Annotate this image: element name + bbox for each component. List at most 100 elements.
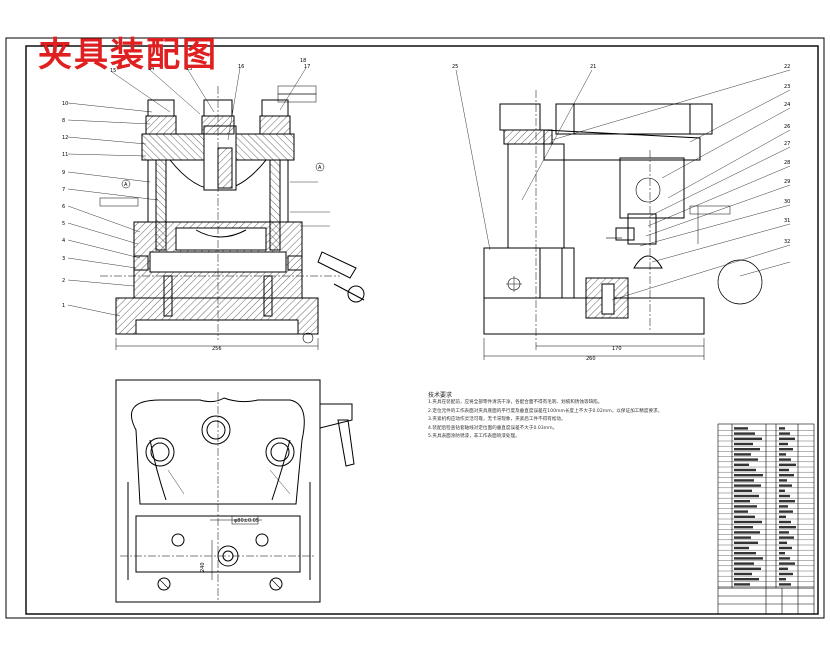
balloon-label: 18 <box>300 58 306 64</box>
parts-row-material-mark <box>779 432 790 435</box>
balloon-label: 30 <box>784 199 790 205</box>
parts-row-text-mark <box>734 531 760 534</box>
side-width-dimension-a: 170 <box>612 346 622 352</box>
side-width-dimension-b: 260 <box>586 356 596 362</box>
parts-row-material-mark <box>779 578 786 581</box>
balloon-label: 11 <box>62 152 68 158</box>
plan-height-dimension: 240 <box>200 562 206 572</box>
parts-row-text-mark <box>734 453 751 456</box>
parts-row-text-mark <box>734 541 758 544</box>
parts-row-text-mark <box>734 526 753 529</box>
parts-row-text-mark <box>734 505 757 508</box>
parts-row-material-mark <box>779 427 785 430</box>
parts-row-text-mark <box>734 442 753 446</box>
parts-row-text-mark <box>734 510 748 513</box>
parts-row-text-mark <box>734 552 756 555</box>
parts-row-material-mark <box>779 458 791 461</box>
balloon-label: 32 <box>784 239 790 245</box>
note-line: 4.装配后检查钻套轴线对定位面的垂直度误差不大于0.03mm。 <box>428 425 558 431</box>
parts-row-material-mark <box>779 479 787 482</box>
balloon-label: 3 <box>62 256 65 262</box>
parts-row-material-mark <box>779 448 793 451</box>
parts-row-material-mark <box>779 567 788 570</box>
parts-row-material-mark <box>779 557 790 560</box>
note-line: 2.定位元件的工作表面对夹具底面的平行度及垂直度误差在100mm长度上不大于0.… <box>428 408 663 414</box>
balloon-label: 24 <box>784 102 790 108</box>
balloon-label: 12 <box>62 135 68 141</box>
balloon-label: 27 <box>784 141 790 147</box>
parts-row-text-mark <box>734 515 755 518</box>
parts-row-text-mark <box>734 583 750 586</box>
parts-list-rows <box>718 427 814 587</box>
parts-row-material-mark <box>779 572 793 576</box>
parts-row-material-mark <box>779 510 793 513</box>
parts-row-material-mark <box>779 453 786 456</box>
parts-row-material-mark <box>779 484 792 487</box>
balloon-label: 2 <box>62 278 65 284</box>
balloon-label: 7 <box>62 187 65 193</box>
balloon-label: 23 <box>784 84 790 90</box>
balloon-label: 5 <box>62 221 65 227</box>
parts-row-material-mark <box>779 442 788 446</box>
front-section-view <box>67 67 365 350</box>
parts-row-text-mark <box>734 489 752 492</box>
parts-row-text-mark <box>734 500 750 503</box>
note-line: 3.夹紧机构应动作灵活可靠，无卡滞现象，夹紧后工件不得有松动。 <box>428 417 566 423</box>
balloon-label: 13 <box>186 66 192 72</box>
plan-view <box>115 379 355 603</box>
datum-mark-a: A <box>124 182 128 188</box>
parts-row-text-mark <box>734 427 748 430</box>
parts-row-text-mark <box>734 468 756 472</box>
parts-row-material-mark <box>779 500 795 503</box>
parts-row-material-mark <box>779 520 791 524</box>
parts-row-material-mark <box>779 546 792 550</box>
parts-row-text-mark <box>734 562 754 565</box>
balloon-label: 14 <box>148 66 154 72</box>
balloon-label: 31 <box>784 218 790 224</box>
parts-row-material-mark <box>779 515 786 518</box>
parts-row-text-mark <box>734 474 763 477</box>
parts-row-text-mark <box>734 484 761 487</box>
parts-row-text-mark <box>734 557 763 560</box>
parts-row-material-mark <box>779 463 796 466</box>
balloon-label: 16 <box>238 64 244 70</box>
parts-row-material-mark <box>779 437 795 440</box>
parts-row-material-mark <box>779 552 785 555</box>
parts-row-text-mark <box>734 479 754 482</box>
parts-row-material-mark <box>779 468 789 472</box>
balloon-label: 26 <box>784 124 790 130</box>
drawing-title: 夹具装配图 <box>38 35 218 75</box>
datum-mark-a-right: A <box>318 165 322 171</box>
technical-requirements-title: 技术要求 <box>428 392 453 399</box>
parts-row-material-mark <box>779 562 795 565</box>
balloon-label: 15 <box>110 68 116 74</box>
parts-row-text-mark <box>734 520 762 524</box>
parts-row-text-mark <box>734 536 751 539</box>
note-line: 1.夹具在装配前，应将全部零件清洗干净，各配合面不得有毛刺、划痕和锈蚀等缺陷。 <box>428 400 603 405</box>
side-section-view <box>455 69 791 360</box>
front-width-dimension: 256 <box>212 346 222 352</box>
balloon-label: 17 <box>304 64 310 70</box>
parts-row-text-mark <box>734 448 760 451</box>
inner-border <box>25 45 819 615</box>
balloon-label: 21 <box>590 64 596 70</box>
parts-row-material-mark <box>779 474 794 477</box>
balloon-label: 25 <box>452 64 458 70</box>
parts-row-material-mark <box>779 541 787 544</box>
parts-row-material-mark <box>779 583 791 586</box>
balloon-label: 9 <box>62 170 65 176</box>
parts-row-text-mark <box>734 578 759 581</box>
parts-row-text-mark <box>734 567 761 570</box>
balloon-label: 28 <box>784 160 790 166</box>
balloon-label: 1 <box>62 303 65 309</box>
parts-row-text-mark <box>734 432 755 435</box>
balloon-label: 8 <box>62 118 65 124</box>
plan-diameter-dimension: φ80±0.05 <box>234 518 259 524</box>
parts-row-text-mark <box>734 437 762 440</box>
parts-row-material-mark <box>779 526 796 529</box>
parts-row-text-mark <box>734 572 752 576</box>
balloon-label: 22 <box>784 64 790 70</box>
